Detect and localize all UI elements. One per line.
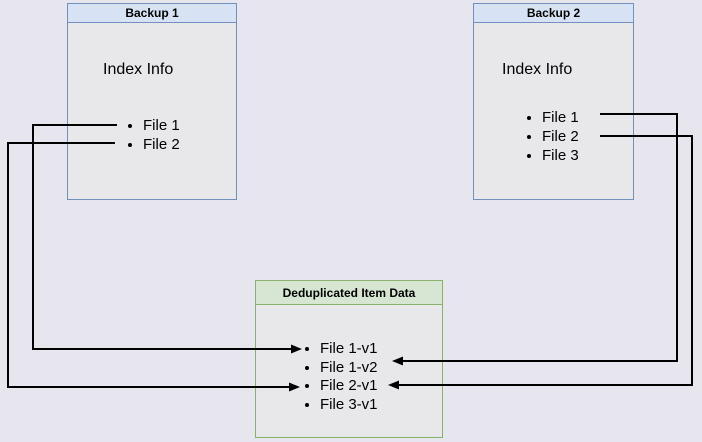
dedup-item: File 1-v1: [320, 340, 378, 359]
dedup-item: File 3-v1: [320, 396, 378, 415]
backup2-file-item: File 2: [542, 127, 579, 146]
backup2-file-item: File 1: [542, 108, 579, 127]
dedup-item: File 1-v2: [320, 359, 378, 378]
backup2-box: Backup 2 Index Info File 1 File 2 File 3: [473, 3, 634, 200]
backup1-file-list: File 1 File 2: [123, 116, 180, 154]
backup2-header: Backup 2: [474, 4, 633, 23]
backup2-title: Backup 2: [526, 6, 581, 20]
backup2-index-info-label: Index Info: [502, 61, 573, 78]
dedup-header: Deduplicated Item Data: [256, 281, 442, 305]
backup1-file-item: File 2: [143, 135, 180, 154]
backup1-file-item: File 1: [143, 116, 180, 135]
backup2-file-item: File 3: [542, 146, 579, 165]
dedup-item-list: File 1-v1 File 1-v2 File 2-v1 File 3-v1: [300, 340, 378, 414]
backup1-index-info-label: Index Info: [103, 61, 174, 78]
deduplicated-item-data-box: Deduplicated Item Data File 1-v1 File 1-…: [255, 280, 443, 438]
dedup-item: File 2-v1: [320, 377, 378, 396]
backup1-title: Backup 1: [125, 6, 179, 20]
backup2-file-list: File 1 File 2 File 3: [522, 108, 579, 165]
backup1-box: Backup 1 Index Info File 1 File 2: [67, 3, 237, 200]
backup1-header: Backup 1: [68, 4, 236, 23]
dedup-title: Deduplicated Item Data: [282, 285, 416, 300]
